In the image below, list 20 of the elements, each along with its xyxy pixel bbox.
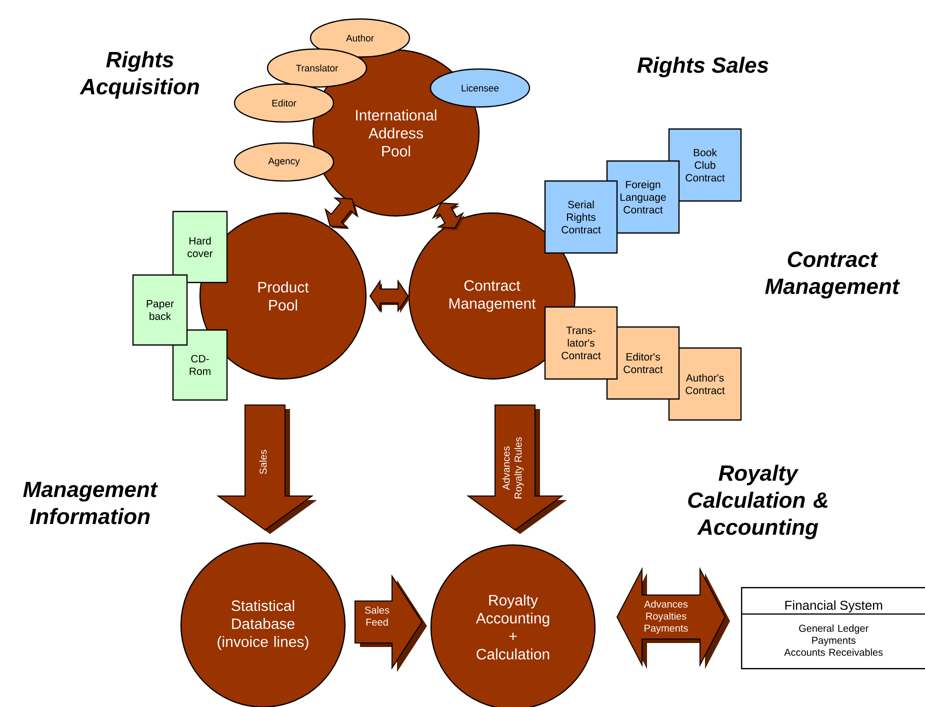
document-box: Paper back [132,274,188,346]
block-arrow [324,197,359,230]
edge-label: Advances Royalty Rules [501,434,525,502]
circle-node: Statistical Database (invoice lines) [180,542,346,707]
edge-label: Sales Feed [356,605,398,627]
section-heading: Rights Sales [637,56,768,78]
circle-node: Royalty Accounting + Calculation [430,544,596,707]
edge-label: Advances Royalties Payments [630,599,702,635]
document-box: Book Club Contract [668,128,742,202]
section-heading: Management Information [23,482,158,524]
document-box: Hard cover [172,210,228,284]
document-box: Serial Rights Contract [544,180,618,254]
document-box: Trans-lator's Contract [544,306,618,380]
section-heading: Contract Management [765,252,900,298]
section-heading: Rights Acquisition [80,51,199,99]
document-box: CD-Rom [172,329,228,401]
section-heading: Royalty Calculation & Accounting [688,464,828,540]
block-arrow [216,404,317,534]
block-arrow [369,279,410,313]
system-table: Financial System General Ledger Payments Accounts Receivables [741,587,925,670]
